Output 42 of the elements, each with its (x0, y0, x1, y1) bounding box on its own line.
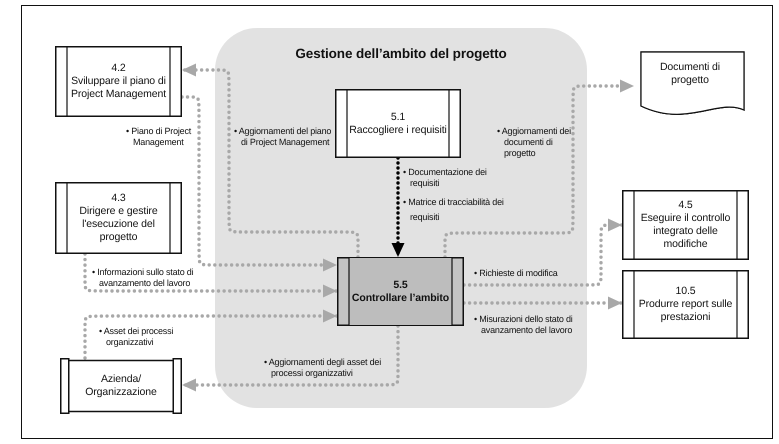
dotted-arrow (180, 324, 400, 392)
process-name: Sviluppare il piano di Project Management (70, 75, 168, 101)
process-box (335, 89, 461, 158)
process-number: 4.5 (678, 199, 693, 212)
edge-label: • Aggiornamenti dei documenti di progetto (497, 126, 572, 159)
process-name: Dirigere e gestire l'esecuzione del progetto (78, 205, 159, 244)
process-name: Controllare l’ambito (352, 292, 450, 304)
bullet-note: • Matrice di tracciabilità dei requisiti (403, 196, 505, 224)
process-number: 4.3 (111, 192, 126, 205)
panel-title: Gestione dell’ambito del progetto (295, 47, 507, 60)
dotted-arrow (462, 218, 624, 287)
edge-label: • Informazioni sullo stato di avanzamento del lavoro (92, 267, 194, 289)
dotted-arrow (462, 296, 624, 310)
dotted-arrow (392, 156, 404, 259)
process-name: Eseguire il controllo integrato delle modifiche (640, 212, 732, 251)
process-number: 4.2 (111, 62, 126, 75)
dotted-arrow (443, 80, 636, 259)
edge-label: • Aggiornamenti degli asset dei processi organizzativi (264, 357, 382, 379)
process-name: Produrre report sulle prestazioni (638, 298, 734, 324)
process-number: 5.5 (393, 278, 408, 292)
process-box (337, 257, 464, 326)
edge-label: • Piano di Project Management (126, 126, 192, 148)
dotted-arrow (83, 310, 339, 360)
process-number: 5.1 (390, 110, 406, 124)
process-name: Azienda/ Organizzazione (84, 373, 158, 399)
edge-label: • Richieste di modifica (474, 268, 559, 279)
process-name: Documenti di progetto (658, 60, 722, 86)
process-box (622, 270, 749, 339)
process-name: Raccogliere i requisiti (349, 124, 447, 136)
edge-label: • Aggiornamenti del piano di Project Management (234, 126, 332, 148)
process-box (55, 182, 182, 254)
process-box (622, 190, 749, 260)
dotted-arrow (83, 252, 339, 298)
scroll-shape (60, 358, 182, 414)
process-box (55, 46, 182, 117)
process-number: 10.5 (675, 285, 696, 298)
edge-label: • Asset dei processi organizzativi (99, 326, 174, 348)
edge-label: • Misurazioni dello stato di avanzamento del lavoro (474, 314, 574, 336)
dotted-arrow (180, 95, 339, 272)
dotted-arrow (180, 64, 360, 259)
process-group-panel (215, 28, 587, 408)
edge-label: • Documentazione dei requisiti (403, 167, 488, 189)
